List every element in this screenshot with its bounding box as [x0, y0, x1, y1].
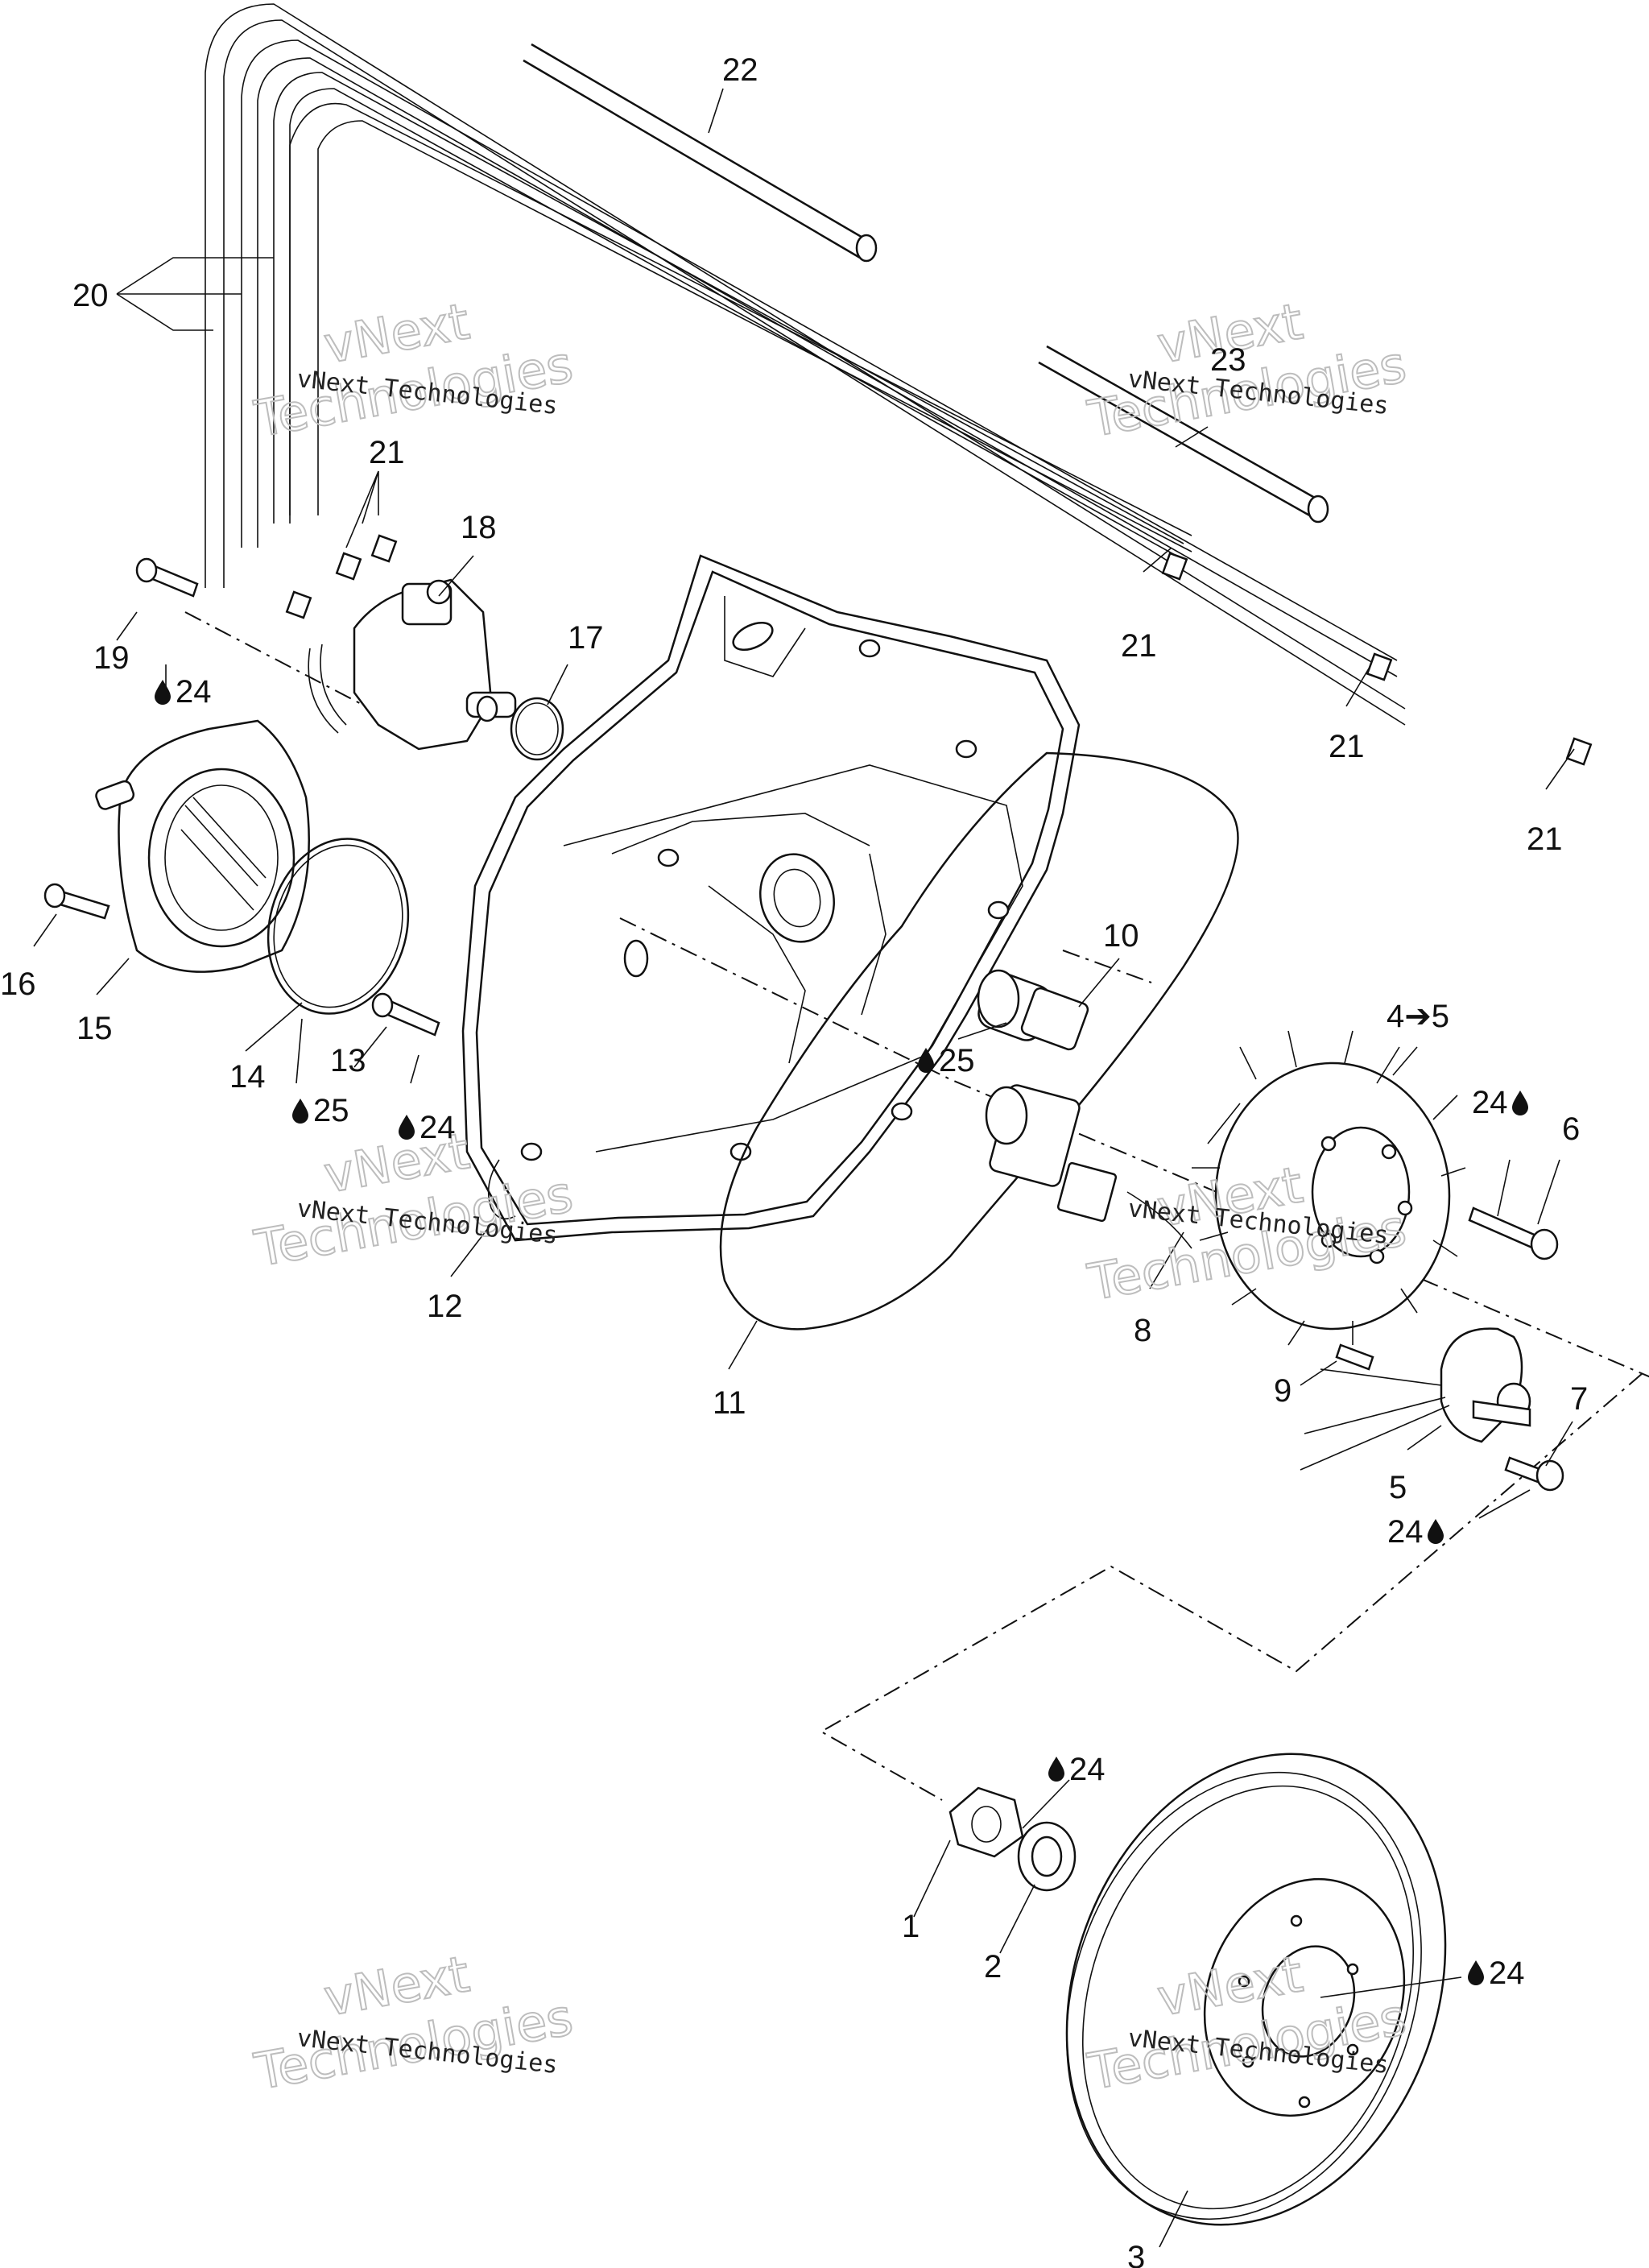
lubricant-ref-24: 24	[1387, 1514, 1444, 1550]
callout-18: 18	[461, 510, 497, 545]
callout-20: 20	[72, 278, 109, 313]
callout-4-5: 4➔5	[1387, 999, 1449, 1034]
sensor-assembly	[977, 969, 1192, 1249]
callout-10: 10	[1103, 918, 1139, 954]
lubricant-ref-25: 25	[292, 1093, 349, 1128]
regulator	[308, 578, 564, 761]
svg-text:25: 25	[313, 1093, 349, 1128]
oil-drop-icon	[292, 1099, 308, 1124]
callout-21: 21	[1527, 822, 1563, 857]
callouts: 22 20 23 21 18 17 19 21 21 21 10 16 15 4…	[0, 52, 1588, 2268]
lubricant-ref-24: 24	[1472, 1085, 1528, 1120]
o-ring-large	[267, 838, 410, 1015]
callout-14: 14	[229, 1059, 266, 1095]
callout-21: 21	[1121, 628, 1157, 664]
callout-6: 6	[1562, 1111, 1580, 1147]
callout-22: 22	[722, 52, 758, 88]
seal	[487, 1159, 516, 1220]
callout-15: 15	[76, 1011, 113, 1046]
oil-drop-icon	[1428, 1519, 1444, 1544]
oil-drop-icon	[155, 680, 171, 705]
callout-8: 8	[1134, 1313, 1151, 1348]
alignment-lines	[184, 611, 1649, 1801]
oil-drop-icon	[1048, 1757, 1064, 1782]
callout-23: 23	[1210, 342, 1246, 378]
leader-lines	[33, 88, 1575, 2248]
gasket	[719, 751, 1239, 1331]
callout-17: 17	[568, 620, 604, 656]
lubricant-ref-25: 25	[918, 1043, 975, 1078]
pickup-sensor	[1300, 1206, 1564, 1492]
callout-1: 1	[902, 1909, 920, 1944]
o-ring-small	[510, 697, 564, 761]
lubricant-ref-24: 24	[1048, 1752, 1106, 1787]
stator	[1192, 1030, 1466, 1346]
callout-13: 13	[330, 1043, 366, 1078]
lubricant-ref-24: 24	[1468, 1956, 1525, 1991]
callout-7: 7	[1570, 1381, 1588, 1417]
svg-text:24: 24	[419, 1110, 456, 1145]
oil-drop-icon	[1512, 1091, 1528, 1115]
svg-text:24: 24	[1387, 1514, 1424, 1550]
callout-19: 19	[93, 640, 130, 676]
lubricant-ref-24: 24	[155, 674, 212, 710]
svg-text:24: 24	[1472, 1085, 1508, 1120]
flywheel	[948, 1753, 1447, 2226]
callout-11: 11	[713, 1385, 746, 1421]
callout-3: 3	[1127, 2240, 1145, 2268]
oil-drop-icon	[399, 1115, 415, 1140]
svg-text:24: 24	[176, 674, 212, 710]
hose-group	[205, 3, 1593, 766]
svg-text:25: 25	[939, 1043, 975, 1078]
lubricant-ref-24: 24	[399, 1110, 456, 1145]
svg-text:24: 24	[1489, 1956, 1525, 1991]
oil-drop-icon	[918, 1048, 934, 1073]
svg-text:24: 24	[1069, 1752, 1106, 1787]
callout-2: 2	[984, 1949, 1002, 1984]
callout-16: 16	[0, 966, 36, 1002]
pump-housing	[43, 557, 440, 1037]
callout-21: 21	[369, 435, 405, 470]
engine-cover	[461, 554, 1081, 1242]
callout-5: 5	[1389, 1470, 1407, 1505]
lubricant-references: 24 25 24 25 24 24 24 24	[155, 674, 1528, 1991]
oil-drop-icon	[1468, 1960, 1484, 1985]
callout-12: 12	[427, 1289, 463, 1324]
callout-9: 9	[1274, 1373, 1292, 1409]
callout-21: 21	[1329, 729, 1365, 764]
